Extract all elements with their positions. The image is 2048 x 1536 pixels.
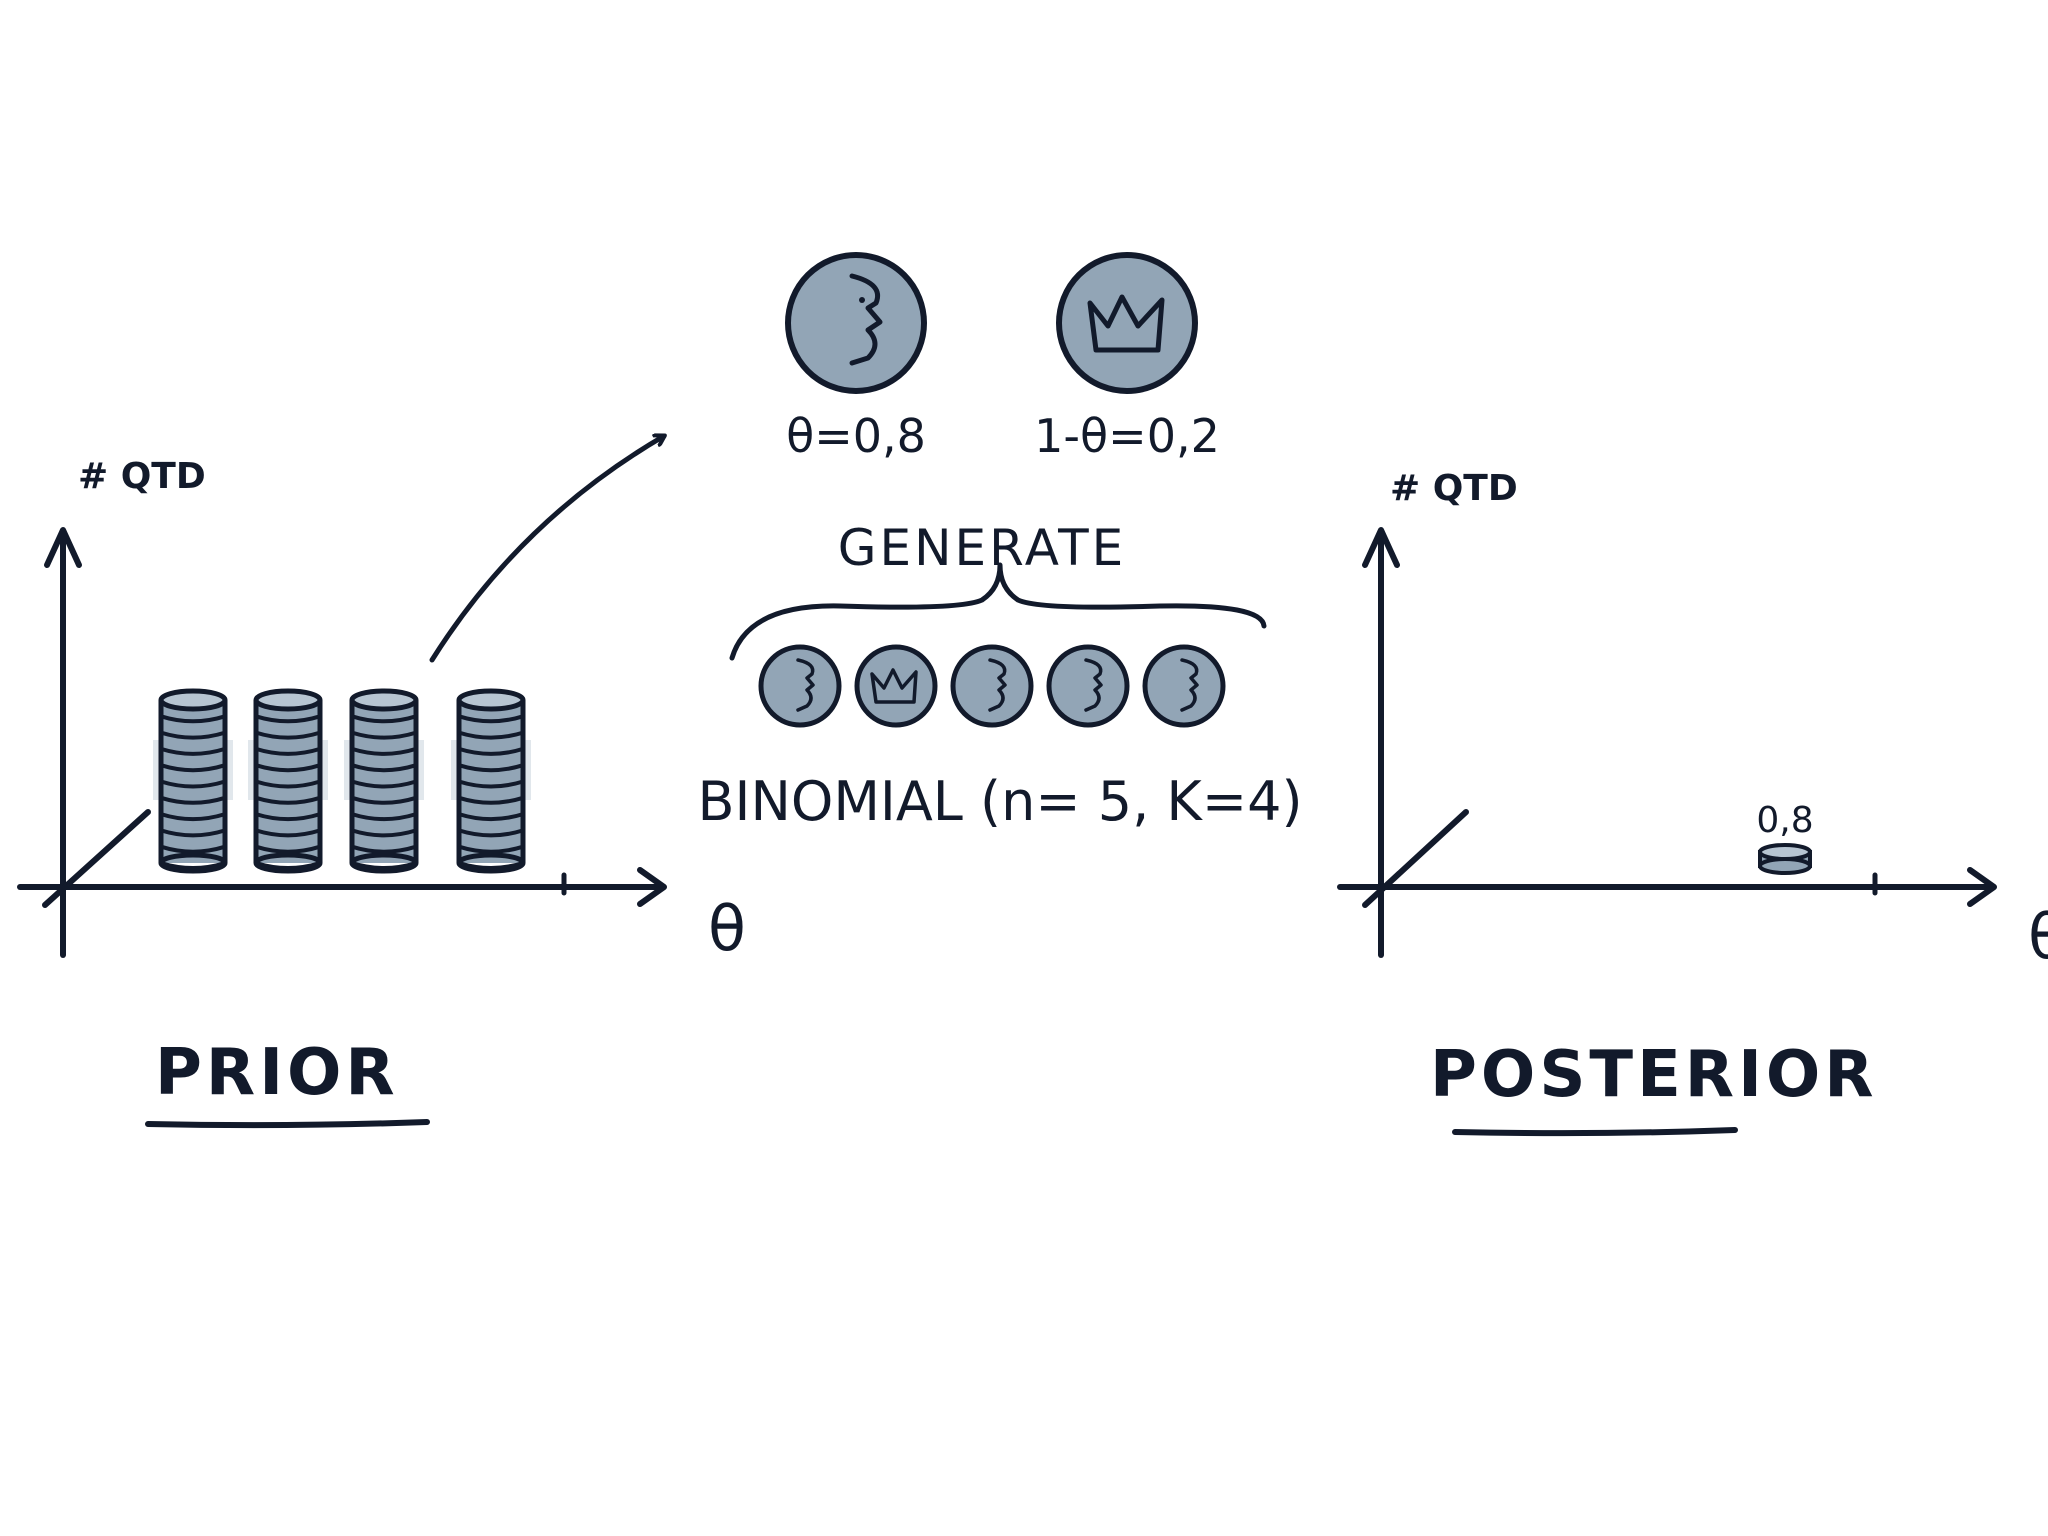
prior-panel: # QTD θ PRIOR: [17, 456, 746, 1129]
heads-coin: [785, 252, 927, 394]
flow-arrow: [429, 436, 664, 663]
crown-icon: [870, 668, 918, 704]
coin-stack: [451, 688, 531, 874]
crown-icon: [1087, 294, 1165, 353]
prior-coin-stacks: [153, 688, 531, 874]
posterior-panel: # QTD θ 0,8 POSTERIOR: [1337, 468, 2048, 1137]
generate-label: GENERATE: [838, 519, 1127, 577]
sample-coin-row: [758, 644, 1226, 728]
coin-stack: [344, 688, 424, 874]
posterior-coin-label: 0,8: [1756, 800, 1813, 841]
prior-x-axis-label: θ: [708, 892, 746, 965]
posterior-coin: [1758, 843, 1812, 875]
sample-coin-heads: [1046, 644, 1130, 728]
face-profile-icon: [849, 273, 883, 366]
posterior-x-axis: [1337, 867, 1997, 907]
sample-coin-heads: [1142, 644, 1226, 728]
posterior-title: POSTERIOR: [1430, 1038, 1878, 1112]
sample-coin-heads: [950, 644, 1034, 728]
prior-title: PRIOR: [155, 1036, 399, 1110]
prior-y-axis-label: # QTD: [78, 456, 206, 497]
sample-coin-heads: [758, 644, 842, 728]
posterior-y-axis-label: # QTD: [1390, 468, 1518, 509]
face-profile-icon: [1084, 658, 1103, 712]
heads-probability-label: θ=0,8: [786, 409, 926, 463]
posterior-x-axis-label: θ: [2028, 900, 2048, 973]
face-profile-icon: [796, 658, 815, 712]
tails-coin: [1056, 252, 1198, 394]
tails-probability-label: 1-θ=0,2: [1034, 409, 1220, 463]
coin-stack: [153, 688, 233, 874]
prior-title-underline: [145, 1119, 430, 1129]
sample-coin-tails: [854, 644, 938, 728]
face-profile-icon: [988, 658, 1007, 712]
prior-x-axis: [17, 867, 667, 907]
coin-stack: [248, 688, 328, 874]
face-profile-icon: [1180, 658, 1199, 712]
binomial-label: BINOMIAL (n= 5, K=4): [697, 770, 1302, 833]
generate-brace: [729, 562, 1267, 661]
prior-depth-axis: [42, 809, 151, 908]
posterior-title-underline: [1452, 1127, 1738, 1137]
posterior-depth-axis: [1362, 809, 1469, 908]
